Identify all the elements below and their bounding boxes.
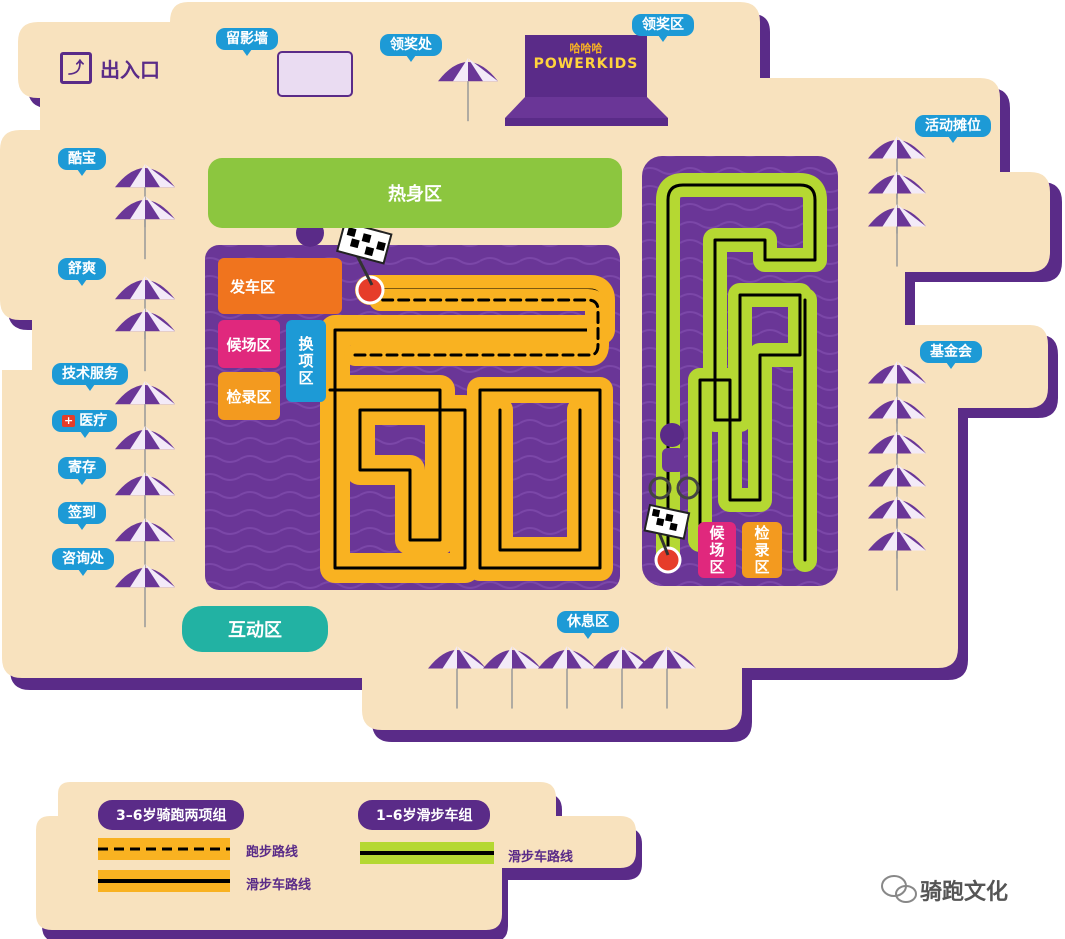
umbrella-icon <box>868 204 926 267</box>
wechat-icon <box>881 875 917 903</box>
legend-bike-route-sample <box>98 870 230 892</box>
booth-tag: 舒爽 <box>58 258 106 286</box>
legend-bike-route-label-a: 滑步车路线 <box>246 878 312 893</box>
kid-rider-icon <box>648 423 700 500</box>
entrance-label: 出入口 <box>100 57 160 82</box>
umbrella-icon <box>115 564 175 628</box>
watermark-text: 骑跑文化 <box>920 880 1009 905</box>
umbrella-icon <box>115 196 175 260</box>
legend-group-a-title: 3–6岁骑跑两项组 <box>98 800 245 830</box>
transition-zone: 换项区 <box>286 320 326 402</box>
umbrella-icon <box>438 58 498 122</box>
waiting-zone-right: 候场区 <box>698 522 736 578</box>
entrance: ⤴ 出入口 <box>60 52 160 84</box>
checkin-zone-right: 检录区 <box>742 522 782 578</box>
booth-tag: 酷宝 <box>58 148 106 176</box>
waiting-zone-left: 候场区 <box>218 320 280 368</box>
umbrella-icon <box>868 361 926 424</box>
umbrella-icon <box>868 136 926 199</box>
umbrella-icon <box>115 426 175 490</box>
legend-run-route-sample <box>98 838 230 860</box>
start-point-left <box>355 275 385 305</box>
photo-wall-board <box>277 51 353 97</box>
booth-tag: 寄存 <box>58 457 106 485</box>
start-point-right <box>654 546 682 574</box>
interactive-zone: 互动区 <box>182 606 328 652</box>
medical-cross-icon: + <box>62 414 76 427</box>
foundation-tag: 基金会 <box>920 341 982 369</box>
umbrella-icon <box>638 646 696 709</box>
umbrella-icon <box>428 646 486 709</box>
booth-tag: 咨询处 <box>52 548 114 576</box>
legend-run-route-label: 跑步路线 <box>246 845 299 860</box>
umbrella-icon <box>868 528 926 591</box>
booth-umbrellas <box>115 58 926 709</box>
umbrella-icon <box>115 308 175 372</box>
logo-line2: POWERKIDS <box>533 56 639 72</box>
start-zone: 发车区 <box>218 258 342 314</box>
medical-label: 医疗 <box>79 413 108 429</box>
umbrella-icon <box>868 496 926 559</box>
umbrella-icon <box>868 396 926 459</box>
activity-booth-tag: 活动摊位 <box>915 115 991 143</box>
warmup-zone: 热身区 <box>208 158 622 228</box>
booth-tag: 签到 <box>58 502 106 530</box>
legend-green-bike-route-sample <box>360 842 494 864</box>
umbrella-icon <box>483 646 541 709</box>
powerkids-logo: 哈哈哈 POWERKIDS <box>530 40 642 72</box>
umbrella-icon <box>115 381 175 445</box>
checkered-flag-icon <box>643 503 691 556</box>
award-stage <box>505 35 668 126</box>
orange-track <box>315 275 615 583</box>
checkered-flag-icon <box>336 220 393 286</box>
award-area-tag: 领奖区 <box>632 14 694 42</box>
legend-group-b-title: 1–6岁滑步车组 <box>358 800 491 830</box>
booth-tag: 技术服务 <box>52 363 128 391</box>
checkin-zone-left: 检录区 <box>218 372 280 420</box>
rest-area-tag: 休息区 <box>557 611 619 639</box>
exit-door-icon: ⤴ <box>60 52 92 84</box>
green-track <box>656 173 827 572</box>
logo-line1: 哈哈哈 <box>569 42 603 55</box>
legend-bike-route-label-b: 滑步车路线 <box>508 850 574 865</box>
prize-booth-tag: 领奖处 <box>380 34 442 62</box>
umbrella-icon <box>538 646 596 709</box>
umbrella-icon <box>593 646 651 709</box>
medical-tag: + 医疗 <box>52 410 118 438</box>
photo-wall-tag: 留影墙 <box>216 28 278 56</box>
